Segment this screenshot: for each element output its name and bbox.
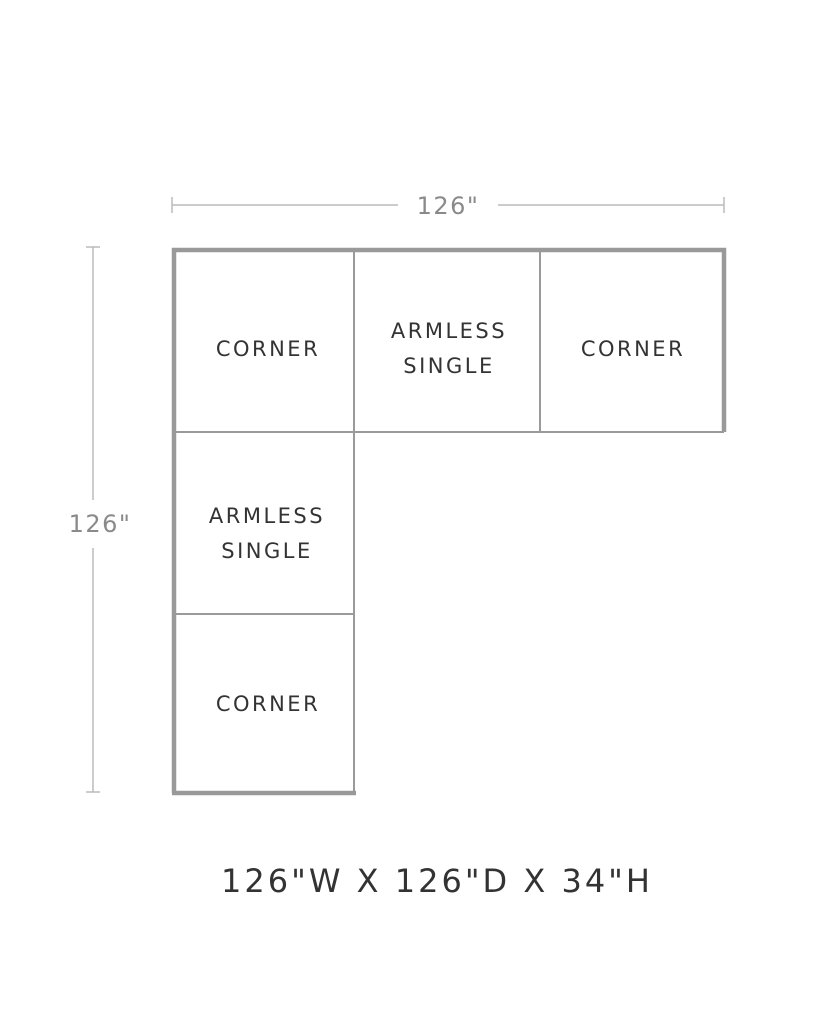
piece-armless-single-top: ARMLESS SINGLE [391,319,507,378]
piece-corner-top-right: CORNER [581,337,685,361]
piece-dividers [174,252,724,793]
depth-label: 126" [69,510,132,538]
piece-label: CORNER [216,337,320,361]
depth-dimension: 126" [69,246,132,793]
piece-label: CORNER [216,692,320,716]
piece-label: SINGLE [403,354,494,378]
piece-label: CORNER [581,337,685,361]
piece-corner-bottom-left: CORNER [216,692,320,716]
piece-label: ARMLESS [391,319,507,343]
piece-label: SINGLE [221,539,312,563]
piece-corner-top-left: CORNER [216,337,320,361]
piece-armless-single-left: ARMLESS SINGLE [209,504,325,563]
overall-dimensions: 126"W X 126"D X 34"H [221,862,653,900]
outer-outline [171,247,727,796]
piece-label: ARMLESS [209,504,325,528]
width-label: 126" [417,192,480,220]
width-dimension: 126" [171,192,725,220]
